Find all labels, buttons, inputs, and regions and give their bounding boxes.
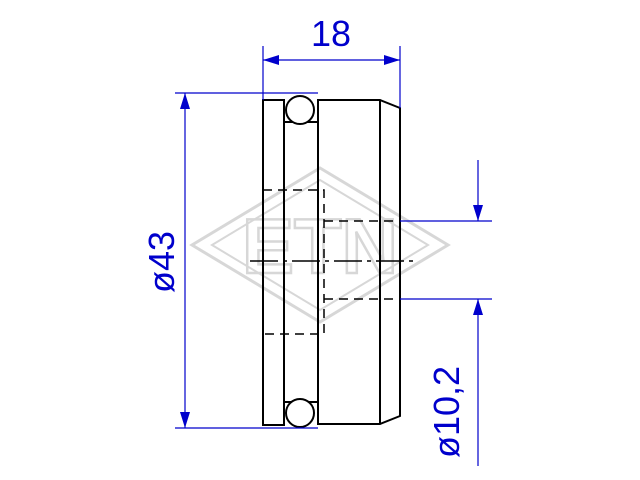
part-outline	[262, 95, 401, 428]
width-dimension-label: 18	[311, 13, 351, 54]
o-ring-bottom	[285, 398, 315, 428]
inner-diameter-dimension	[400, 160, 492, 466]
o-ring-top	[285, 95, 315, 125]
watermark-logo: ETN	[189, 166, 451, 324]
width-dimension	[262, 46, 401, 108]
outer-diameter-dimension	[175, 92, 318, 429]
hidden-bore-large	[263, 189, 325, 335]
outer-diameter-label: ø43	[141, 231, 182, 293]
hidden-lines	[263, 189, 400, 335]
watermark-text: ETN	[242, 202, 398, 290]
inner-diameter-label: ø10,2	[426, 366, 467, 458]
